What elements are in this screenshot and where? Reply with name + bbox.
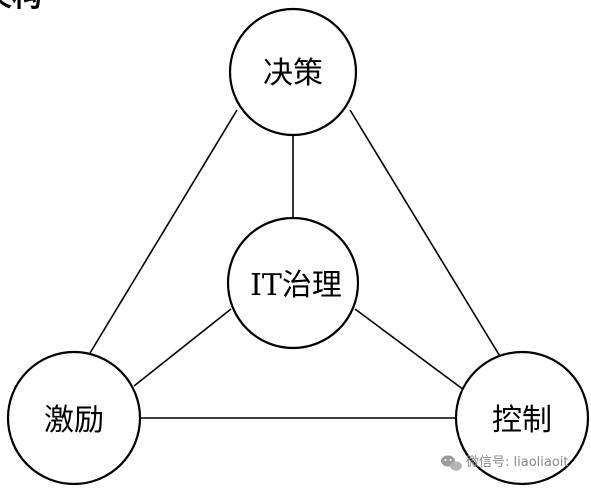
node-decision: 决策 — [228, 7, 358, 137]
connector-top-left — [86, 109, 238, 359]
watermark: 微信号: liaoliaoit — [441, 455, 569, 471]
connector-center-right — [354, 308, 465, 391]
node-it-governance-circle — [226, 216, 360, 350]
node-it-governance: IT治理 — [226, 216, 360, 350]
connector-top-right — [349, 109, 502, 359]
node-decision-label: 决策 — [263, 56, 323, 91]
node-incentive-label: 激励 — [44, 403, 104, 438]
node-incentive: 激励 — [6, 350, 142, 486]
node-control: 控制 — [454, 350, 590, 486]
node-control-label: 控制 — [492, 403, 552, 438]
watermark-text: 微信号: liaoliaoit — [466, 455, 569, 470]
node-decision-circle — [228, 7, 358, 137]
page-heading-fragment: 架构 — [0, 0, 42, 14]
node-control-circle — [454, 350, 590, 486]
connectors — [86, 109, 502, 419]
node-incentive-circle — [6, 350, 142, 486]
connector-center-left — [133, 308, 232, 387]
node-it-governance-label: IT治理 — [250, 268, 342, 303]
wechat-icon — [441, 455, 462, 471]
